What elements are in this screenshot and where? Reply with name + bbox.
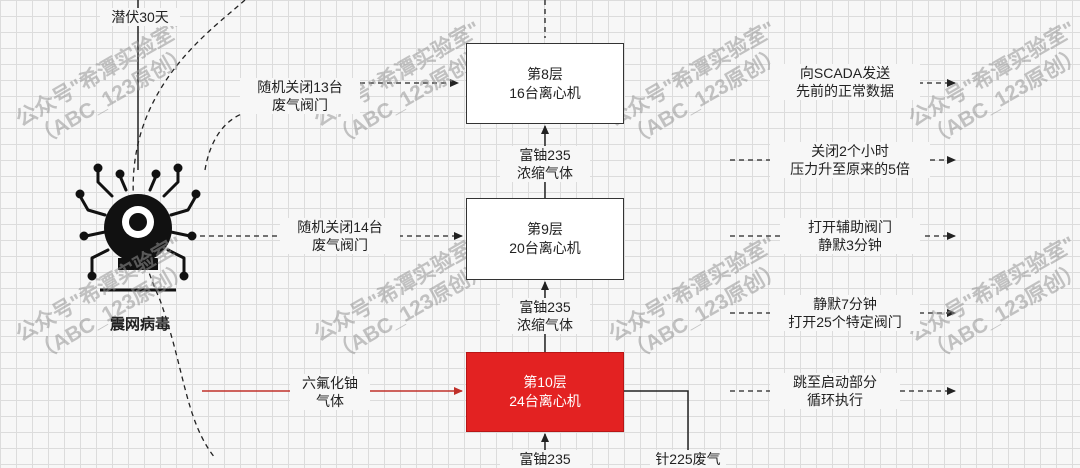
virus-label: 震网病毒: [109, 316, 170, 333]
step-1: 向SCADA发送先前的正常数据: [770, 64, 920, 100]
spider-bug-icon: [75, 163, 201, 281]
diagram-connectors: [75, 0, 956, 458]
dashed-arc-inner: [204, 109, 256, 171]
step-4: 静默7分钟打开25个特定阀门: [770, 295, 920, 331]
label-close14: 随机关闭14台废气阀门: [280, 218, 400, 254]
label-enrich-c: 富铀235: [500, 450, 590, 468]
tail-line: [624, 390, 689, 458]
step-3: 打开辅助阀门静默3分钟: [780, 218, 920, 254]
label-close13: 随机关闭13台废气阀门: [240, 78, 360, 114]
label-uf6: 六氟化铀气体: [290, 374, 370, 410]
step-2: 关闭2个小时压力升至原来的5倍: [770, 142, 930, 178]
step-5: 跳至启动部分循环执行: [770, 373, 900, 409]
label-tail: 针225废气: [650, 450, 726, 468]
incubation-label: 潜伏30天: [100, 8, 180, 26]
